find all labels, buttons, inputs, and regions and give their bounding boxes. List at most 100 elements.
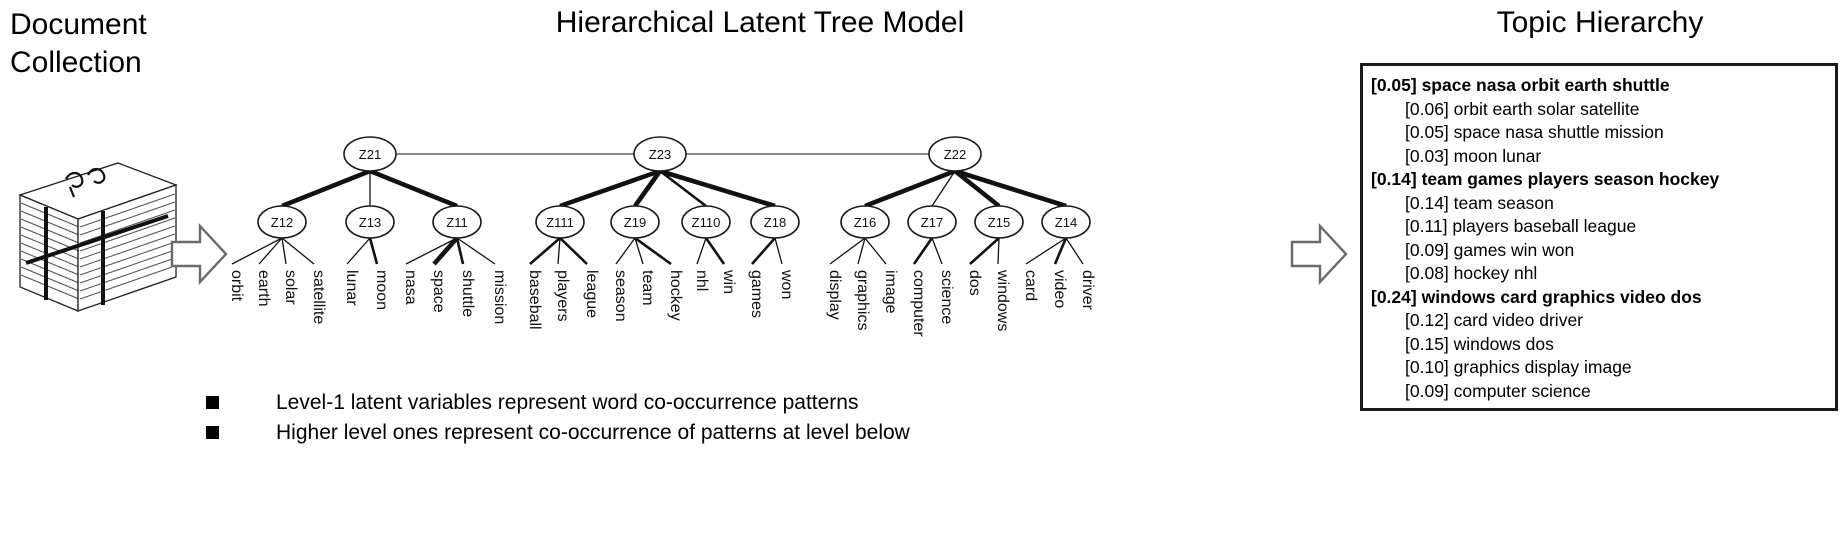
tree-node-label: Z19 (624, 215, 646, 230)
tree-edge-leaf (258, 237, 283, 265)
tree-edge-level1 (864, 168, 956, 209)
tree-node-ellipse (840, 205, 890, 239)
tree-node-ellipse (610, 205, 660, 239)
tree-node-label: Z15 (988, 215, 1010, 230)
topic-group: [0.14] team games players season hockey[… (1371, 168, 1829, 286)
tree-node-ellipse (535, 205, 585, 239)
tree-node-z22[interactable]: Z22 (928, 136, 982, 172)
tree-edge-leaf (634, 237, 644, 265)
tree-edge-leaf (829, 237, 866, 265)
tree-node-z14[interactable]: Z14 (1041, 205, 1091, 239)
tree-leaf-word: season (612, 270, 629, 322)
tree-node-z18[interactable]: Z18 (750, 205, 800, 239)
tree-edge-leaf (281, 237, 287, 265)
tree-edge-leaf (864, 237, 887, 265)
tree-leaf-word: nasa (402, 270, 419, 305)
tree-node-ellipse (1041, 205, 1091, 239)
tree-edge-leaf (969, 237, 1000, 265)
tree-node-ellipse (257, 205, 307, 239)
tree-node-ellipse (633, 136, 687, 172)
tree-leaf-word: video (1051, 270, 1068, 308)
tree-edge-level1 (954, 168, 1067, 209)
tree-edge-level1 (931, 170, 956, 207)
topic-group: [0.24] windows card graphics video dos [0… (1371, 286, 1829, 404)
tree-edge-level1 (659, 169, 707, 208)
tree-node-ellipse (750, 205, 800, 239)
tree-edge-leaf (704, 237, 726, 265)
tree-edge-leaf (368, 237, 379, 265)
tree-node-z13[interactable]: Z13 (345, 205, 395, 239)
tree-edge-leaf (696, 237, 707, 265)
tree-node-z15[interactable]: Z15 (974, 205, 1024, 239)
tree-edge-leaf (405, 237, 458, 265)
tree-edge-leaf (1025, 237, 1067, 265)
tree-node-label: Z11 (446, 215, 467, 230)
bullet-text: Higher level ones represent co-occurrenc… (276, 421, 910, 444)
topic-subtopic: [0.12] card video driver (1405, 310, 1584, 330)
tree-level-edges (281, 168, 1067, 209)
tree-node-ellipse (681, 205, 731, 239)
tree-edge-leaf (559, 237, 588, 265)
tree-leaf-word: hockey (667, 270, 684, 321)
tree-leaf-word: display (826, 270, 843, 320)
tree-node-ellipse (345, 205, 395, 239)
tree-edge-level1 (369, 168, 458, 209)
tree-leaf-word: win (720, 269, 737, 294)
topic-subtopic: [0.11] players baseball league (1405, 216, 1637, 236)
tree-leaf-word: science (938, 270, 955, 324)
tree-edge-leaf (751, 237, 776, 265)
tree-node-z17[interactable]: Z17 (907, 205, 957, 239)
tree-edge-leaf (456, 237, 496, 265)
topic-subtopic: [0.09] computer science (1405, 380, 1591, 401)
tree-leaf-word: team (639, 270, 656, 306)
tree-node-z16[interactable]: Z16 (840, 205, 890, 239)
tree-leaf-word: lunar (343, 270, 360, 306)
tree-node-z111[interactable]: Z111 (535, 205, 585, 239)
tree-node-z19[interactable]: Z19 (610, 205, 660, 239)
tree-node-ellipse (907, 205, 957, 239)
topic-subtopic: [0.10] graphics display image (1405, 357, 1632, 377)
topic-subtopic: [0.06] orbit earth solar satellite (1405, 98, 1640, 119)
tree-node-z110[interactable]: Z110 (681, 205, 731, 239)
topic-subtopic: [0.15] windows dos (1405, 333, 1554, 354)
tree-edge-level1 (953, 169, 1001, 208)
tree-edge-leaf (231, 237, 283, 265)
tree-edge-leaf (529, 237, 561, 265)
tree-leaf-word: moon (373, 270, 390, 310)
tree-node-label: Z21 (359, 147, 381, 162)
tree-node-label: Z23 (649, 147, 671, 162)
tree-node-z12[interactable]: Z12 (257, 205, 307, 239)
arrow-collection-to-tree-icon (170, 222, 228, 291)
tree-edge-leaf (615, 237, 636, 265)
topic-hierarchy-panel: [0.05] space nasa orbit earth shuttle [0.… (1360, 63, 1838, 411)
bullet-square-icon (206, 426, 219, 439)
page-title-hltm: Hierarchical Latent Tree Model (555, 6, 965, 39)
tree-edge-leaf (455, 237, 465, 265)
tree-leaf-word: card (1022, 270, 1039, 301)
topic-subtopic: [0.09] games win won (1405, 239, 1575, 260)
tree-leaf-word: games (748, 270, 765, 318)
tree-node-label: Z13 (359, 215, 381, 230)
bullet-text: Level-1 latent variables represent word … (276, 391, 859, 414)
tree-edge-leaf (931, 237, 943, 265)
tree-node-label: Z14 (1055, 215, 1077, 230)
topic-list: [0.05] space nasa orbit earth shuttle [0.… (1371, 74, 1829, 403)
tree-node-ellipse (974, 205, 1024, 239)
topic-subtopic: [0.05] space nasa shuttle mission (1405, 122, 1664, 142)
tree-leaf-word: mission (491, 270, 508, 324)
tree-node-z11[interactable]: Z11 (432, 205, 482, 239)
tree-node-ellipse (432, 205, 482, 239)
topic-head: [0.05] space nasa orbit earth shuttle (1371, 75, 1670, 95)
document-stack-illustration (8, 155, 188, 330)
tree-edge-level1 (559, 168, 661, 209)
tree-node-z23[interactable]: Z23 (633, 136, 687, 172)
tree-node-z21[interactable]: Z21 (343, 136, 397, 172)
tree-edge-leaf (432, 236, 459, 266)
caption-bullets: Level-1 latent variables represent word … (206, 388, 910, 448)
tree-leaf-word: orbit (228, 270, 245, 302)
topic-subtopic: [0.14] team season (1405, 192, 1554, 213)
topic-head: [0.24] windows card graphics video dos (1371, 286, 1702, 307)
tree-edge-leaf (1053, 237, 1068, 265)
tree-edge-leaf (281, 237, 315, 265)
